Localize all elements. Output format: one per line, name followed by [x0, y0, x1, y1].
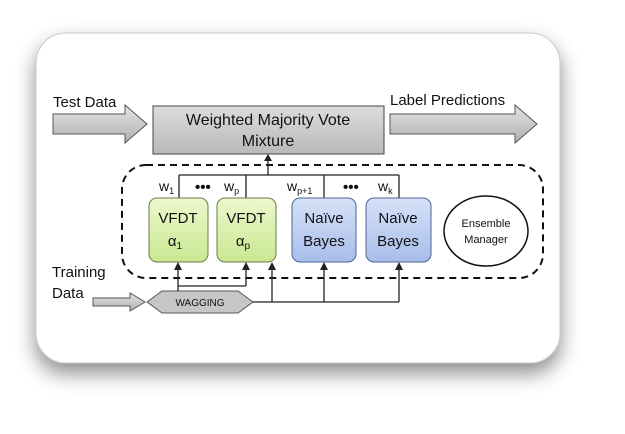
classifier-vfdt-1-line1: VFDT: [158, 210, 197, 227]
classifier-naive-bayes-1-line1: Naïve: [304, 210, 343, 227]
classifier-vfdt-1-line2: α1: [168, 233, 183, 252]
weight-connectors: [178, 160, 400, 198]
classifier-naive-bayes-k-line2: Bayes: [377, 233, 419, 250]
ensemble-manager: Ensemble Manager: [443, 195, 529, 267]
vote-arrowhead: [264, 154, 272, 161]
vote-box-line2: Mixture: [242, 133, 295, 150]
weight-wp: wp: [223, 178, 239, 196]
classifier-vfdt-p: VFDT αp: [216, 197, 277, 263]
label-predictions-arrow: [389, 103, 538, 145]
ellipsis-vfdt: •••: [195, 179, 211, 196]
wagging-label: WAGGING: [175, 298, 224, 309]
ensemble-manager-line2: Manager: [464, 234, 508, 246]
test-data-label: Test Data: [53, 94, 117, 111]
classifier-vfdt-p-line1: VFDT: [226, 210, 265, 227]
weight-wp1: wp+1: [286, 178, 312, 196]
weight-wk: wk: [377, 178, 393, 196]
weighted-majority-vote-box: [152, 105, 385, 155]
test-data-arrow: [52, 103, 148, 145]
classifier-naive-bayes-1-line2: Bayes: [303, 233, 345, 250]
training-distribution-lines: [177, 269, 400, 303]
classifier-naive-bayes-k: Naïve Bayes: [365, 197, 432, 263]
classifier-vfdt-p-line2: αp: [236, 233, 251, 252]
ellipsis-bayes: •••: [343, 179, 359, 196]
label-predictions-label: Label Predictions: [390, 92, 505, 109]
weight-w1: w1: [158, 178, 174, 196]
ensemble-boundary: [121, 164, 544, 279]
training-data-label-line2: Data: [52, 285, 84, 302]
training-arrowheads: [174, 262, 403, 270]
ensemble-manager-line1: Ensemble: [462, 218, 511, 230]
training-data-arrow: [92, 292, 146, 312]
training-data-label-line1: Training: [52, 264, 106, 281]
classifier-naive-bayes-k-line1: Naïve: [378, 210, 417, 227]
classifier-naive-bayes-1: Naïve Bayes: [291, 197, 357, 263]
classifier-vfdt-1: VFDT α1: [148, 197, 209, 263]
vote-box-line1: Weighted Majority Vote: [186, 112, 350, 129]
